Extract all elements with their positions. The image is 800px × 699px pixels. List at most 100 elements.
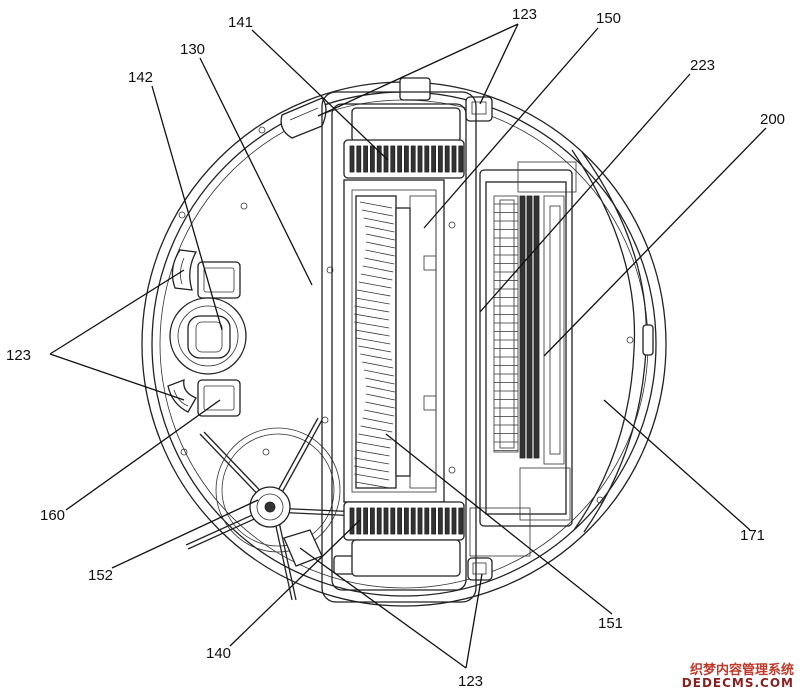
bristle-row [362,417,394,425]
tread-segment [397,507,403,535]
tread-segment [444,507,450,535]
bristle-row [364,225,395,233]
label-150: 150 [596,10,621,27]
label-123-left: 123 [6,347,31,364]
bristle-row [362,265,394,273]
tread-segment [369,507,375,535]
tread-segment [410,507,416,535]
bristle-row [365,393,396,401]
bristle-row [356,337,391,345]
tread-segment [369,145,375,173]
tread-segment [349,145,355,173]
bristle-row [358,433,392,441]
label-152: 152 [88,567,113,584]
bristle-row [363,217,394,225]
tread-segment [390,145,396,173]
bristle-row [363,369,395,377]
screw-holes [178,104,634,504]
bristle-row [365,401,395,409]
main-brush-frame [321,91,477,603]
watermark: 织梦内容管理系统 DEDECMS.COM [682,664,794,690]
bristle-row [364,257,395,265]
bristle-row [358,345,392,353]
tread-segment [349,507,355,535]
bristle-row [356,289,391,297]
bristle-row [365,249,395,257]
bristle-row [365,241,396,249]
side-brush-housing [215,427,341,553]
tread-segment [363,145,369,173]
charging-contact-lower [197,379,241,417]
bristle-row [354,321,390,329]
label-141: 141 [228,14,253,31]
drive-wheel-bottom [343,501,465,577]
tread-segment [403,507,409,535]
bristle-row [355,449,390,457]
tread-segment [444,145,450,173]
tread-segment [417,145,423,173]
label-123-bottom: 123 [458,673,483,690]
drive-wheel-top [343,107,465,179]
bristle-row [360,273,393,281]
tread-segment [383,507,389,535]
tread-segment [431,145,437,173]
tread-segment [403,145,409,173]
tread-segment [458,507,464,535]
tread-segment [383,145,389,173]
label-151: 151 [598,615,623,632]
filter [519,195,540,459]
tread-segment [431,507,437,535]
bristle-row [365,233,395,241]
bristle-row [364,409,395,417]
reference-numerals: 123 141 130 142 150 223 200 123 160 152 … [6,6,785,690]
bristle-row [354,305,390,313]
tread-segment [451,145,457,173]
label-171: 171 [740,527,765,544]
bristle-row [355,297,390,305]
bristle-row [360,425,393,433]
tread-segment [437,145,443,173]
roller-brush [353,195,437,489]
tread-segment [363,507,369,535]
bristle-row [359,201,393,209]
tread-segment [390,507,396,535]
tread-segment [458,145,464,173]
cliff-sensor-bottom-right [467,557,493,581]
tread-segment [356,145,362,173]
bristle-row [353,465,390,473]
cliff-sensor-left-upper [171,249,198,291]
tread-segment [424,507,430,535]
bristle-row [353,313,390,321]
tread-segment [397,145,403,173]
label-123-top: 123 [512,6,537,23]
watermark-line-2: DEDECMS.COM [681,676,794,691]
caster-wheel [169,297,247,375]
dust-box [469,161,577,557]
side-cover [571,149,654,533]
label-140: 140 [206,645,231,662]
label-142: 142 [128,69,153,86]
bristle-row [365,385,396,393]
bristle-row [361,209,394,217]
cliff-sensor-left-lower [167,378,197,413]
bristle-row [365,377,395,385]
charging-contact-upper [197,261,241,299]
bristle-row [362,361,394,369]
bristle-row [355,329,390,337]
tread-segment [451,507,457,535]
label-200: 200 [760,111,785,128]
tread-segment [417,507,423,535]
bristle-row [358,281,392,289]
leader-lines [49,23,767,669]
label-223: 223 [690,57,715,74]
tread-segment [410,145,416,173]
watermark-line-1: 织梦内容管理系统 [689,662,794,678]
bristle-row [355,481,390,489]
bristle-row [360,353,393,361]
tread-segment [424,145,430,173]
tread-segment [376,507,382,535]
bristle-row [354,473,390,481]
cliff-sensor-top-right [465,96,493,122]
label-130: 130 [180,41,205,58]
